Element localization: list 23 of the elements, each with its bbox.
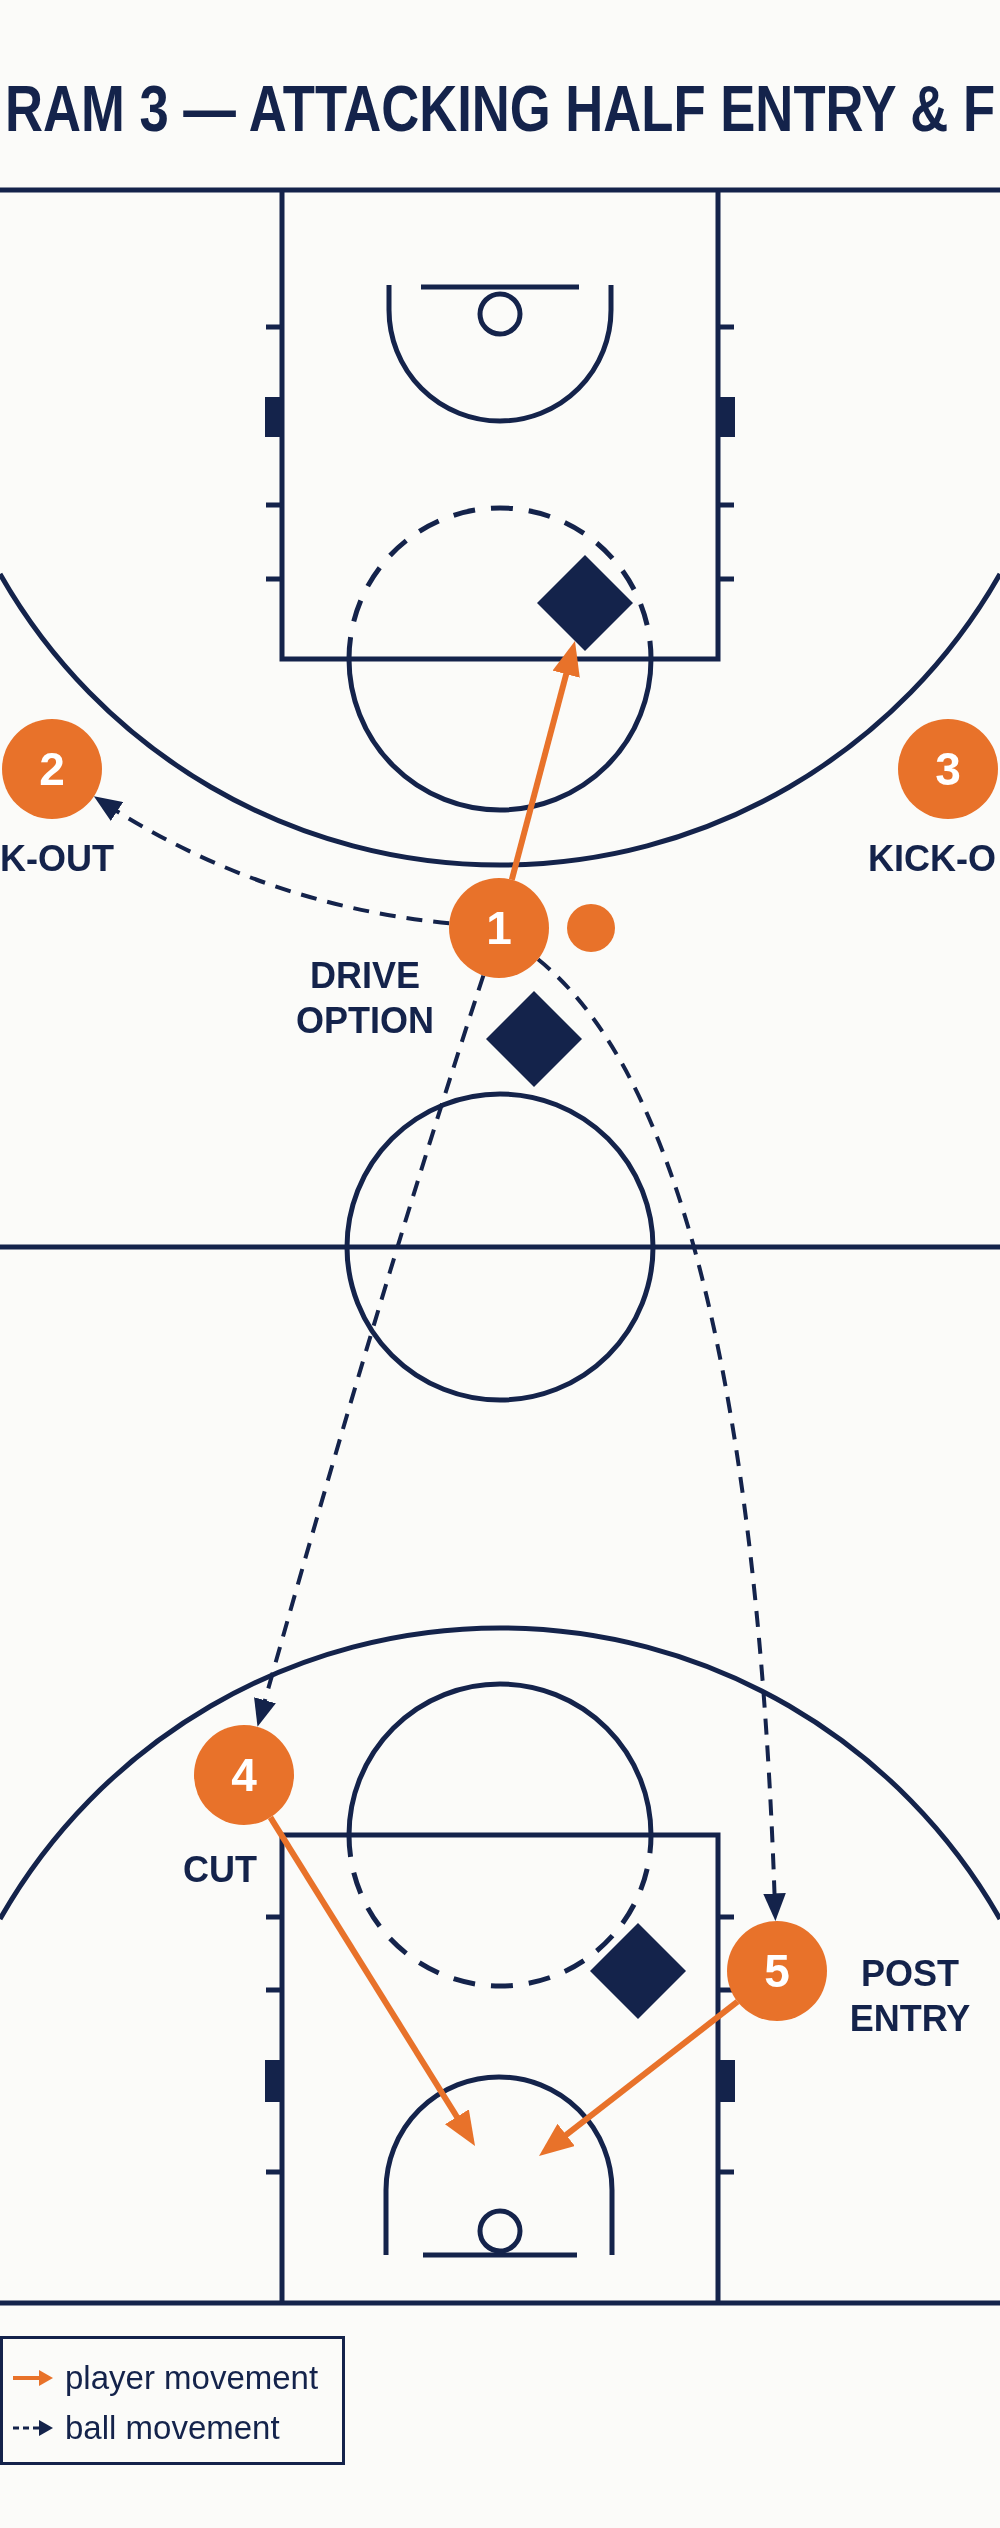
player-marker: 1: [449, 878, 549, 978]
action-label: K-OUT: [0, 837, 115, 881]
legend-label: player movement: [65, 2358, 319, 2398]
player-marker: 2: [2, 719, 102, 819]
diamond-icon: [486, 991, 582, 1087]
diagram-title: RAM 3 — ATTACKING HALF ENTRY & F: [5, 77, 996, 141]
arrow: [267, 1815, 474, 2145]
player-marker: 4: [194, 1725, 294, 1825]
dot-icon: [567, 904, 615, 952]
diamond-icon: [537, 555, 633, 651]
player-marker: 3: [898, 719, 998, 819]
action-label: KICK-O: [867, 837, 996, 881]
action-label: DRIVE OPTION: [295, 954, 435, 1043]
dashed-arrow: [253, 974, 486, 1726]
diamond-icon: [590, 1923, 686, 2019]
arrow: [508, 643, 581, 881]
player-marker: 5: [727, 1921, 827, 2021]
arrow: [540, 1999, 740, 2155]
dashed-arrow: [95, 797, 450, 926]
legend-label: ball movement: [65, 2408, 280, 2448]
dashed-arrow: [536, 957, 786, 1920]
action-label: POST ENTRY: [848, 1952, 972, 2041]
action-label: CUT: [182, 1848, 258, 1892]
